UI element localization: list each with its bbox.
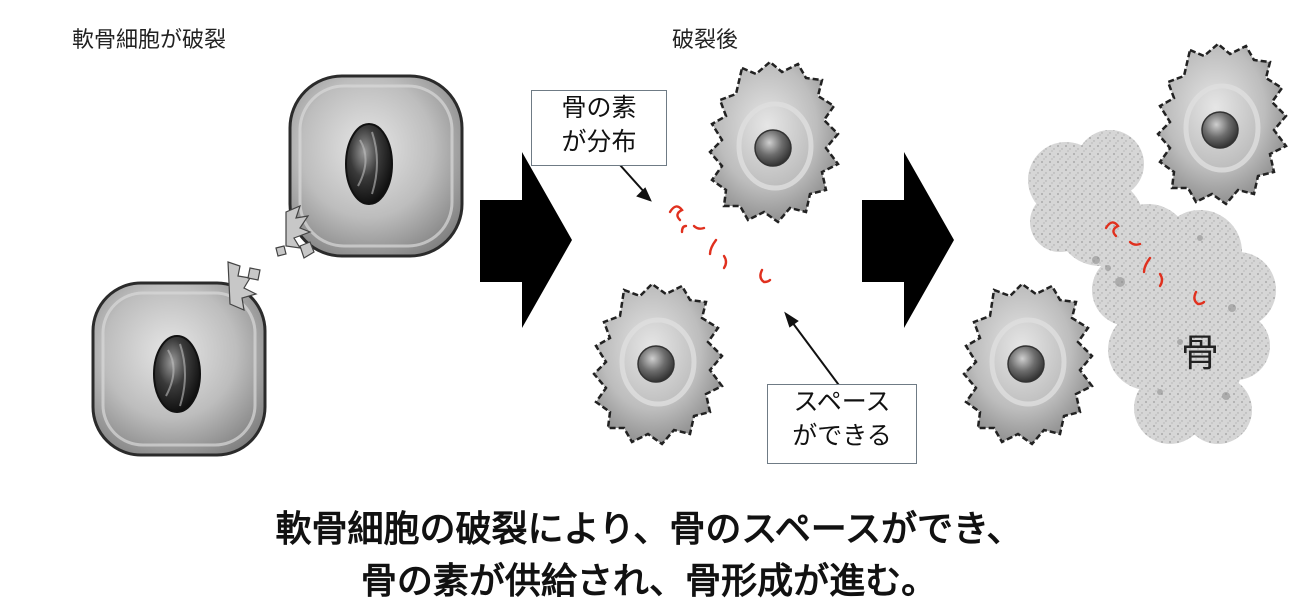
bone-label: 骨	[1181, 331, 1220, 375]
caption-line-1: 軟骨細胞の破裂により、骨のスペースができ、	[275, 509, 1023, 550]
callout-bone-elements-line1: 骨の素	[561, 93, 637, 122]
cell-stage3-top	[1156, 42, 1288, 206]
chondrocyte-lower	[91, 281, 267, 457]
bone-elements-stage3	[1104, 221, 1206, 306]
callout-space-line2: ができる	[792, 421, 892, 450]
rupture-fragments-lower	[227, 261, 261, 311]
caption-line-2: 骨の素が供給され、骨形成が進む。	[360, 561, 938, 602]
bone-elements-stage2	[668, 205, 772, 284]
callout-bone-elements-line2: が分布	[561, 127, 637, 156]
process-arrow-2	[862, 152, 954, 328]
bone-mass	[1028, 130, 1276, 444]
chondrocyte-upper	[288, 74, 464, 258]
process-arrow-1	[480, 152, 572, 328]
rupture-fragments-upper	[275, 204, 315, 259]
stage-label-rupture: 軟骨細胞が破裂	[72, 28, 227, 53]
callout-bone-elements: 骨の素 が分布	[531, 90, 667, 166]
cell-after-top	[708, 60, 840, 224]
callout-space: スペース ができる	[767, 384, 917, 464]
cell-after-bottom	[592, 282, 724, 446]
callout-space-line1: スペース	[793, 387, 891, 416]
cell-stage3-bottom	[962, 282, 1094, 446]
stage-label-after: 破裂後	[672, 28, 739, 53]
